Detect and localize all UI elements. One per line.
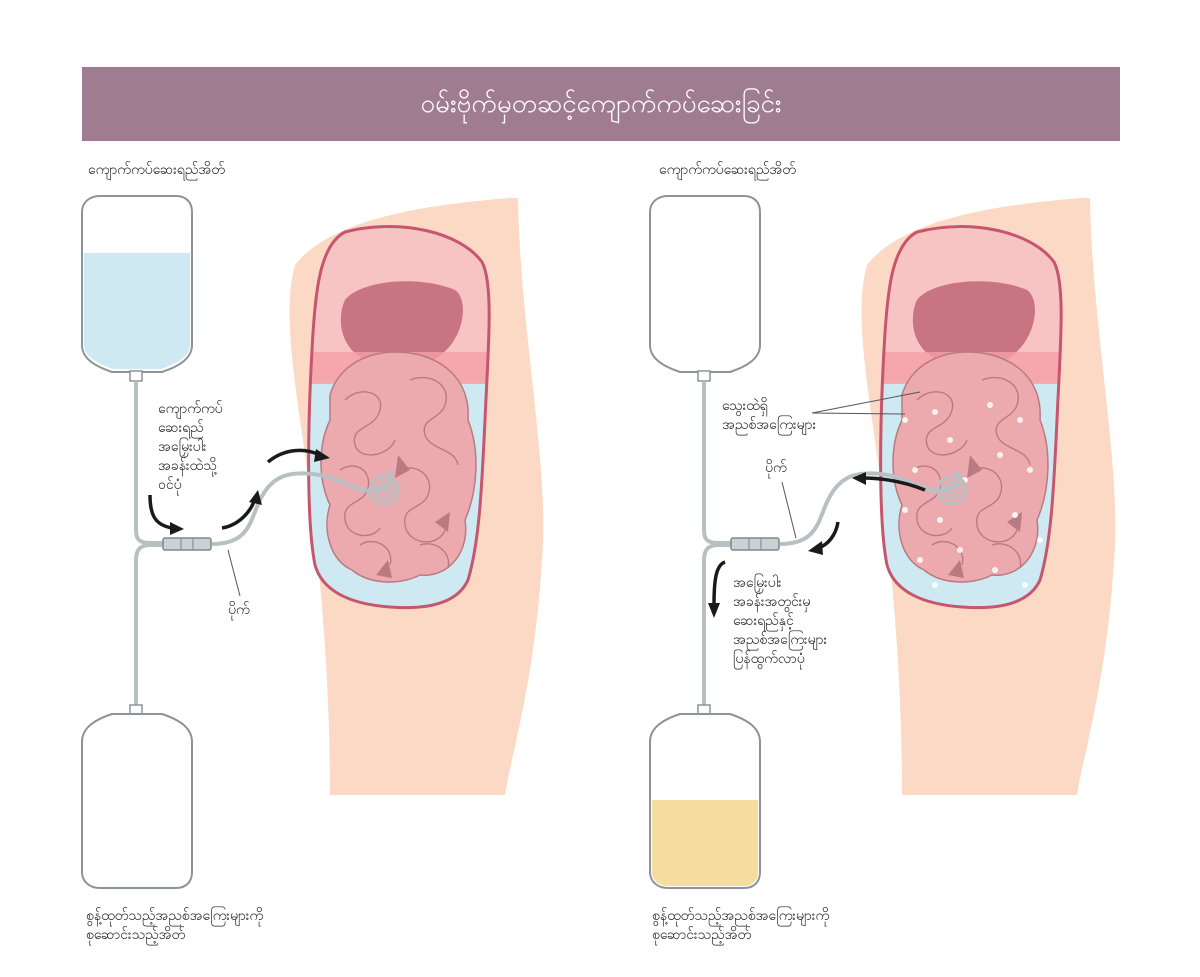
right-catheter-label: ပိုက် (765, 460, 787, 476)
right-solution-bag (649, 195, 761, 382)
waste-particles (902, 402, 1043, 588)
right-drain-tubing (702, 543, 731, 705)
left-tubing (134, 381, 165, 545)
page-title: ဝမ်းဗိုက်မှတဆင့်ကျောက်ကပ်ဆေးခြင်း (82, 67, 1120, 141)
left-drain-bag-label: စွန့်ထုတ်သည့်အညစ်အကြေးများကို စုဆောင်းသည… (86, 908, 264, 943)
right-catheter-coil (936, 474, 968, 506)
left-inflow-label: ကျောက်ကပ် ဆေးရည် အမြှေးပါး အခန်းထဲသို့ ဝ… (158, 401, 223, 493)
right-drain-bag (649, 704, 761, 889)
right-connector (730, 537, 780, 551)
right-solution-bag-label: ကျောက်ကပ်ဆေးရည်အိတ် (659, 162, 796, 178)
right-waste-in-blood-label: သွေးထဲရှိ အညစ်အကြေးများ (722, 398, 817, 433)
right-scene (649, 195, 1116, 889)
right-outflow-label: အမြှေးပါး အခန်းအတွင်းမှ ဆေးရည်နှင့် အညစ်… (733, 575, 828, 667)
right-outflow-arrow-1 (861, 476, 926, 492)
left-catheter-label: ပိုက် (228, 602, 250, 618)
left-inflow-arrow-1 (148, 494, 173, 530)
right-catheter-pointer (781, 481, 797, 539)
left-solution-bag (81, 195, 193, 382)
left-connector (162, 537, 212, 551)
left-catheter-pointer (227, 549, 241, 597)
left-solution-bag-label: ကျောက်ကပ်ဆေးရည်အိတ် (88, 162, 225, 178)
left-drain-tubing (134, 543, 165, 705)
left-peritoneal-cavity (307, 225, 491, 610)
left-scene (81, 195, 544, 889)
left-drain-bag (81, 704, 193, 889)
right-tubing (702, 381, 731, 545)
right-waste-pointer-2 (811, 412, 906, 415)
right-drain-bag-label: စွန့်ထုတ်သည့်အညစ်အကြေးများကို စုဆောင်းသည… (652, 908, 830, 943)
right-waste-pointer-1 (811, 391, 921, 414)
left-catheter-coil (368, 474, 400, 506)
right-peritoneal-cavity (879, 225, 1063, 610)
right-outflow-arrow-3 (712, 560, 726, 606)
